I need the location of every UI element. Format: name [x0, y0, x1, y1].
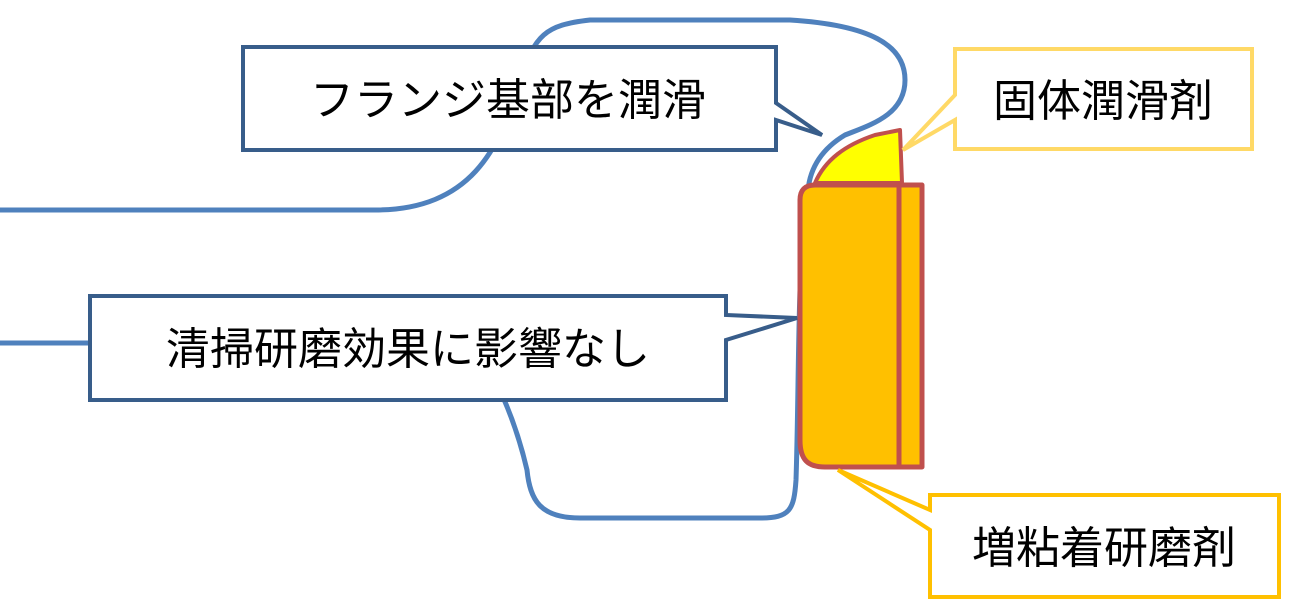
callout-cleaning-effect-label: 清掃研磨効果に影響なし — [166, 324, 650, 375]
callout-solid-lubricant-label: 固体潤滑剤 — [993, 76, 1213, 127]
callout-solid-lubricant: 固体潤滑剤 — [901, 47, 1254, 152]
callout-cleaning-effect-shape — [88, 294, 798, 402]
abrasive-block — [797, 182, 925, 470]
callout-flange-base-shape — [241, 45, 824, 152]
callout-flange-base: フランジ基部を潤滑 — [241, 45, 824, 152]
callout-solid-lubricant-shape — [901, 47, 1254, 152]
callout-thickened-abrasive-label: 増粘着研磨剤 — [972, 523, 1236, 574]
callout-thickened-abrasive: 増粘着研磨剤 — [836, 468, 1281, 599]
callout-thickened-abrasive-shape — [836, 468, 1281, 599]
callout-flange-base-label: フランジ基部を潤滑 — [310, 75, 706, 126]
solid-lubricant-stick — [813, 128, 904, 185]
callout-cleaning-effect: 清掃研磨効果に影響なし — [88, 294, 798, 402]
